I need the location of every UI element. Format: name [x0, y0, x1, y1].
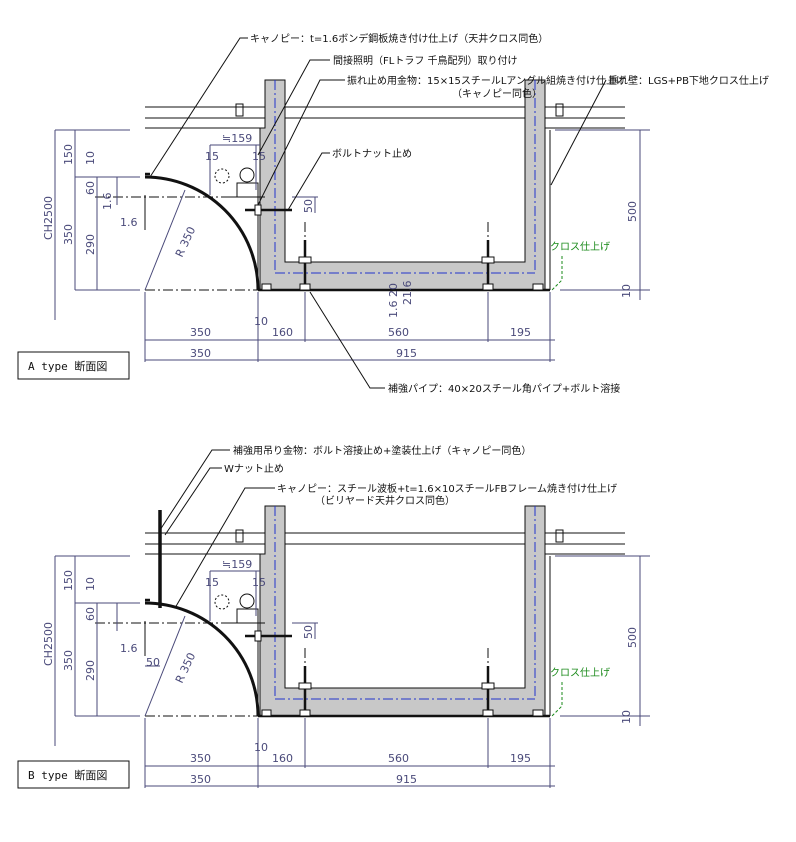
- dim-350-b: 350: [190, 773, 211, 786]
- drop-wall: [259, 505, 546, 717]
- wall-note: 垂れ壁：LGS+PB下地クロス仕上げ: [608, 74, 769, 87]
- w-nut-note: Wナット止め: [224, 463, 284, 475]
- dim-10-bottom: 10: [254, 315, 268, 328]
- dim-10-right: 10: [620, 284, 633, 298]
- dim-r350: R 350: [173, 225, 198, 260]
- dim-915: 915: [396, 347, 417, 360]
- canopy-arc: [144, 601, 260, 717]
- dim-1-6-20: 1.6 20: [387, 283, 400, 318]
- dim-ch2500: CH2500: [42, 196, 55, 240]
- ceiling-hanger-icon: [235, 529, 244, 543]
- dim-560: 560: [388, 752, 409, 765]
- bracing-note: 振れ止め用金物：15×15スチールLアングル組焼き付け仕上げ: [347, 74, 626, 87]
- dim-50-hanger: 50: [146, 656, 160, 669]
- dim-r350: R 350: [173, 651, 198, 686]
- dim-21-6: 21.6: [401, 281, 414, 306]
- dim-195: 195: [510, 752, 531, 765]
- dim-50-bolt: 50: [302, 625, 315, 639]
- canopy-note-a: キャノピー：t=1.6ボンデ鋼板焼き付け仕上げ（天井クロス同色）: [250, 32, 548, 45]
- dim-15-right: 15: [252, 150, 266, 163]
- dim-560: 560: [388, 326, 409, 339]
- dim-500: 500: [626, 201, 639, 222]
- dim-150: 150: [62, 570, 75, 591]
- section-b-label: B type 断面図: [28, 768, 107, 782]
- dim-290: 290: [84, 660, 97, 681]
- lamp-stagger-icon: [214, 594, 230, 610]
- dim-10-right: 10: [620, 710, 633, 724]
- section-b-annotations: 50 補強用吊り金物：ボルト溶接止め+塗装仕上げ（キャノピー同色） Wナット止め…: [17, 444, 617, 789]
- dim-159: ≒159: [222, 132, 252, 145]
- bracing-note-sub: （キャノピー同色）: [452, 87, 542, 100]
- dim-350-a: 350: [190, 326, 211, 339]
- ceiling-hanger-icon: [555, 529, 564, 543]
- ceiling-hanger-icon: [235, 103, 244, 117]
- dim-1-6-upper: 1.6: [101, 193, 114, 211]
- dim-290: 290: [84, 234, 97, 255]
- pipe-note: 補強パイプ：40×20スチール角パイプ+ボルト溶接: [388, 382, 620, 395]
- dim-159: ≒159: [222, 558, 252, 571]
- dim-160: 160: [272, 752, 293, 765]
- dim-350-vertical: 350: [62, 650, 75, 671]
- dim-10-bottom: 10: [254, 741, 268, 754]
- dim-1-6: 1.6: [120, 216, 138, 229]
- dim-10: 10: [84, 577, 97, 591]
- dim-350-b: 350: [190, 347, 211, 360]
- dim-15-left: 15: [205, 150, 219, 163]
- lamp-icon: [239, 593, 255, 609]
- dim-15-left: 15: [205, 576, 219, 589]
- dim-150: 150: [62, 144, 75, 165]
- dim-ch2500: CH2500: [42, 622, 55, 666]
- dim-915: 915: [396, 773, 417, 786]
- section-b-geometry: ≒159 15 15 50 R 350 CH2500 150 10 60 350…: [42, 505, 650, 788]
- section-a-label: A type 断面図: [28, 359, 107, 373]
- lamp-icon: [239, 167, 255, 183]
- hanger-note: 補強用吊り金物：ボルト溶接止め+塗装仕上げ（キャノピー同色）: [233, 444, 531, 457]
- dim-60: 60: [84, 607, 97, 621]
- lighting-note: 間接照明（FLトラフ 千鳥配列）取り付け: [333, 54, 518, 67]
- dim-1-6: 1.6: [120, 642, 138, 655]
- finish-note: クロス仕上げ: [550, 240, 610, 253]
- dim-350-a: 350: [190, 752, 211, 765]
- canopy-note-b: キャノピー：スチール波板+t=1.6×10スチールFBフレーム焼き付け仕上げ: [277, 482, 617, 495]
- dim-195: 195: [510, 326, 531, 339]
- ceiling-hanger-icon: [555, 103, 564, 117]
- finish-note: クロス仕上げ: [550, 666, 610, 679]
- dim-500: 500: [626, 627, 639, 648]
- dim-50-bolt: 50: [302, 199, 315, 213]
- dim-10: 10: [84, 151, 97, 165]
- dim-160: 160: [272, 326, 293, 339]
- canopy-note-b-sub: （ビリヤード天井クロス同色）: [315, 494, 455, 507]
- section-common-geometry: ≒159 15 15 50 R 350 CH2500 150 10 60 350…: [42, 79, 650, 362]
- dim-15-right: 15: [252, 576, 266, 589]
- drop-wall: [259, 79, 546, 291]
- bolt-nut-note: ボルトナット止め: [332, 148, 412, 160]
- dim-60: 60: [84, 181, 97, 195]
- canopy-arc: [144, 175, 260, 291]
- light-fixture: [236, 182, 259, 198]
- light-fixture: [236, 608, 259, 624]
- lamp-stagger-icon: [214, 168, 230, 184]
- dim-350-vertical: 350: [62, 224, 75, 245]
- section-a-annotations: 1.6 1.6 20 21.6 キャノピー：t=1.6ボンデ鋼板焼き付け仕上げ（…: [17, 32, 769, 395]
